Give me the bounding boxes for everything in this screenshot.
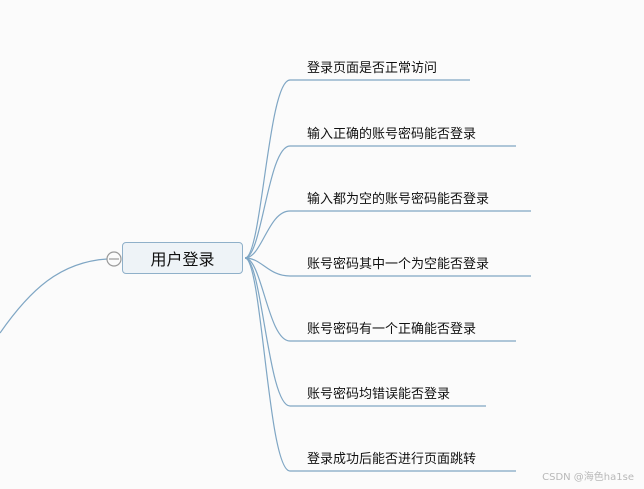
topic-node[interactable]: 登录成功后能否进行页面跳转 bbox=[307, 452, 477, 467]
topic-node[interactable]: 账号密码有一个正确能否登录 bbox=[307, 322, 477, 337]
branch-line bbox=[244, 145, 516, 259]
topic-node[interactable]: 账号密码均错误能否登录 bbox=[307, 387, 451, 402]
topic-node[interactable]: 输入正确的账号密码能否登录 bbox=[307, 127, 477, 142]
branch-line bbox=[244, 79, 470, 259]
branch-line bbox=[244, 210, 531, 259]
topic-node[interactable]: 输入都为空的账号密码能否登录 bbox=[307, 192, 490, 207]
watermark: CSDN @海色ha1se bbox=[542, 472, 634, 483]
branch-line bbox=[244, 257, 486, 407]
topic-node[interactable]: 账号密码其中一个为空能否登录 bbox=[307, 257, 490, 272]
branch-line bbox=[244, 257, 531, 277]
root-node[interactable]: 用户登录 bbox=[122, 242, 243, 274]
topic-node[interactable]: 登录页面是否正常访问 bbox=[307, 61, 438, 76]
parent-connector bbox=[0, 258, 108, 334]
branch-line bbox=[244, 257, 516, 472]
root-node-label: 用户登录 bbox=[150, 250, 215, 269]
branch-line bbox=[244, 257, 516, 342]
collapse-toggle[interactable] bbox=[106, 251, 122, 267]
